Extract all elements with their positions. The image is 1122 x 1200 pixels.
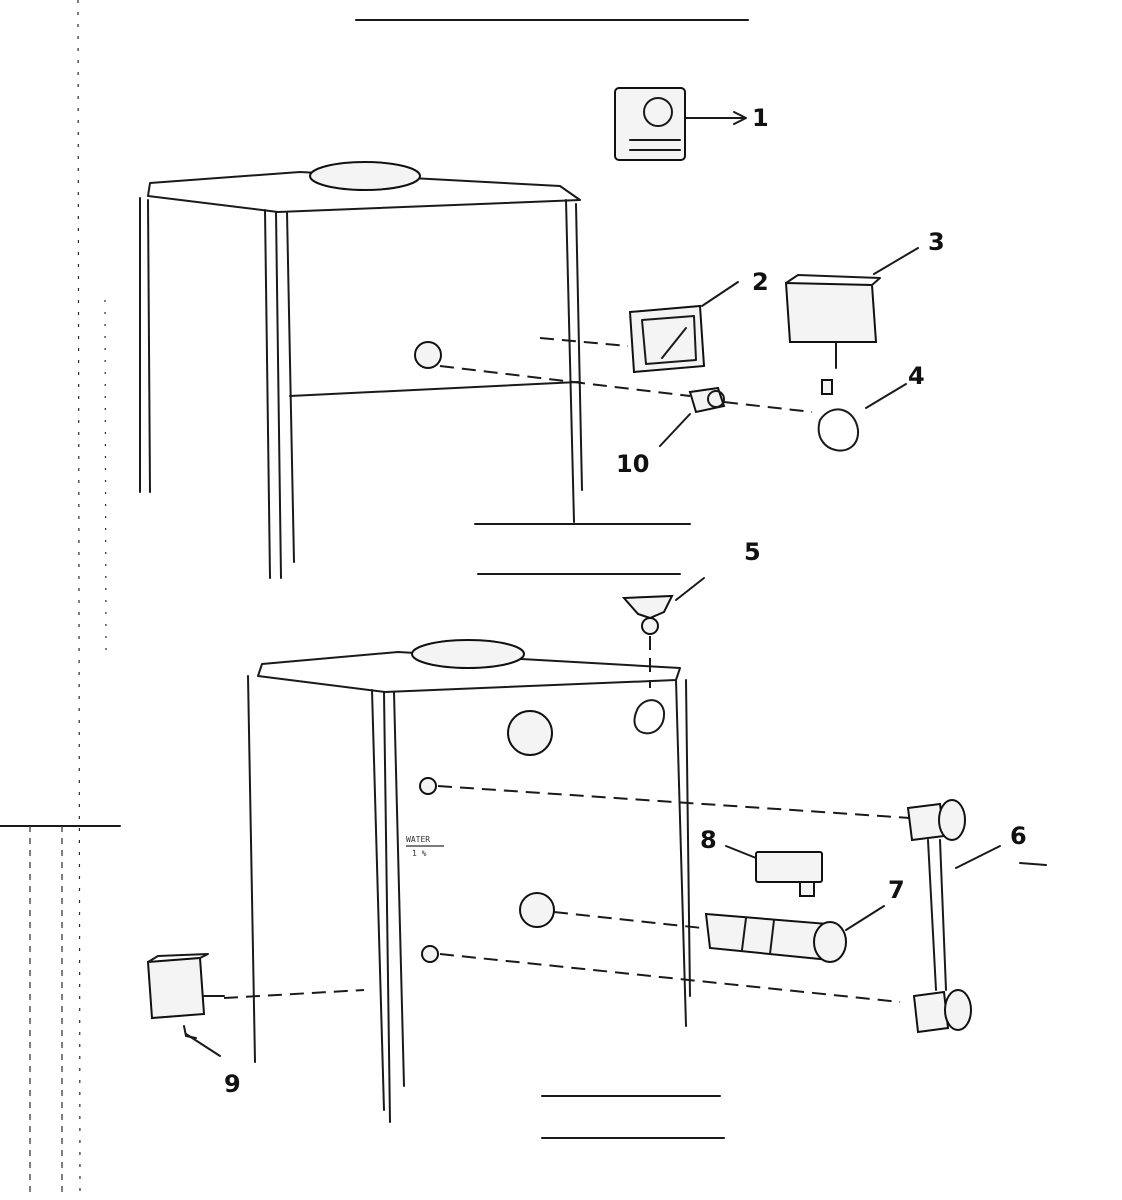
lower-front-opening-1 [507,710,553,756]
callout-9: 9 [224,1070,241,1098]
callout-8: 8 [700,826,717,854]
part-3-control-box [784,247,919,369]
cabinet-label-line-2: 1 % [412,849,427,858]
part-6-gauge-assembly [437,785,1001,1034]
lower-front-port-upper [419,777,437,795]
part-1-thermostat [614,87,747,161]
part-2-gauge [539,281,739,374]
callout-2: 2 [752,268,769,296]
upper-front-opening [414,341,442,369]
callout-5: 5 [744,538,761,566]
callout-7: 7 [888,876,905,904]
lower-flue-collar [411,639,525,669]
callout-3: 3 [928,228,945,256]
part-10-fitting [439,365,726,447]
upper-furnace-cabinet [139,161,583,579]
callout-4: 4 [908,362,925,390]
cabinet-label-line-1: WATER [406,835,430,844]
part-8-bracket [725,845,823,897]
callout-1: 1 [752,104,769,132]
lower-front-opening-2 [519,892,555,928]
scan-artifacts [0,0,1047,1196]
part-5-fitting [621,577,705,735]
callout-6: 6 [1010,822,1027,850]
lower-furnace-cabinet [247,639,691,1123]
lower-front-port-lower [421,945,439,963]
cabinet-label: WATER 1 % [406,835,444,858]
part-7-burner-tube [553,905,885,963]
part-4-fitting [723,379,907,452]
part-9-switch-box [146,953,365,1057]
callout-10: 10 [616,450,649,478]
upper-flue-collar [309,161,421,191]
